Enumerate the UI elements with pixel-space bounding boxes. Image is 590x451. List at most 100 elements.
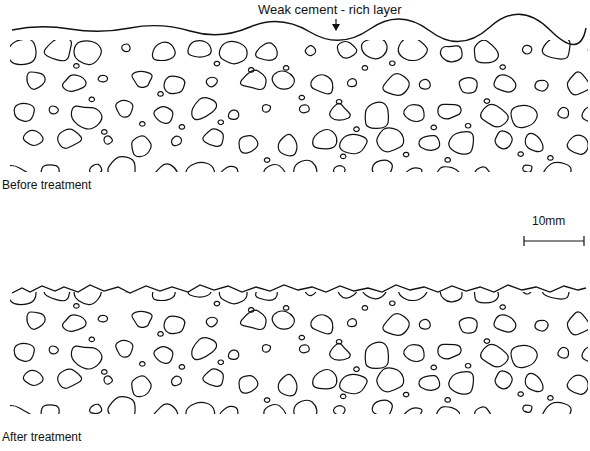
aggregate-particle xyxy=(377,128,404,152)
aggregate-particle xyxy=(542,162,571,172)
aggregate-particle xyxy=(542,402,571,414)
aggregate-particle xyxy=(558,107,569,118)
aggregate-particle xyxy=(542,40,570,59)
aggregate-particle xyxy=(372,400,392,414)
aggregate-particle xyxy=(449,132,474,155)
aggregate-particle xyxy=(264,158,270,163)
aggregate-particle xyxy=(262,105,270,113)
aggregate-particle xyxy=(10,406,31,415)
aggregate-particle xyxy=(372,160,392,172)
aggregate-particle xyxy=(206,317,217,327)
aggregate-particle xyxy=(153,164,178,172)
aggregate-particle xyxy=(390,301,396,306)
aggregate-particle xyxy=(365,102,388,128)
aggregate-particle xyxy=(419,136,440,151)
aggregate-particle xyxy=(398,40,427,61)
aggregate-particle xyxy=(567,312,588,335)
aggregate-particle xyxy=(239,136,258,154)
aggregate-particle xyxy=(171,136,181,146)
aggregate-particle xyxy=(431,125,437,130)
aggregate-particle xyxy=(567,135,588,154)
aggregate-particle xyxy=(548,156,554,161)
aggregate-particle xyxy=(10,40,36,65)
aggregate-particle xyxy=(334,406,345,414)
aggregate-particle xyxy=(362,306,368,311)
scale-tick xyxy=(583,236,584,246)
aggregate-particle xyxy=(299,95,305,100)
aggregate-particle xyxy=(192,98,217,120)
scale-bar xyxy=(524,240,584,241)
aggregate-particle xyxy=(10,166,31,173)
treated-surface xyxy=(12,285,586,293)
aggregate-particle xyxy=(188,41,211,57)
aggregate-particle xyxy=(582,346,588,363)
aggregate-particle xyxy=(500,305,506,310)
aggregate-particle xyxy=(354,127,360,131)
aggregate-particle xyxy=(518,392,524,397)
aggregate-particle xyxy=(90,164,102,172)
aggregate-particle xyxy=(305,46,315,56)
aggregate-particle xyxy=(104,136,113,144)
aggregate-particle xyxy=(102,370,108,375)
aggregate-particle xyxy=(474,40,498,63)
aggregate-particle xyxy=(511,105,537,127)
aggregate-particle xyxy=(132,311,152,327)
aggregate-particle xyxy=(132,71,152,87)
aggregate-particle xyxy=(334,166,345,172)
aggregate-particle xyxy=(419,319,430,329)
aggregate-particle xyxy=(419,79,430,89)
aggregate-particle xyxy=(340,154,346,159)
aggregate-particle xyxy=(354,367,360,372)
aggregate-particle xyxy=(23,370,43,385)
aggregate-particle xyxy=(89,337,95,342)
aggregate-particle xyxy=(361,292,387,299)
aggregate-particle xyxy=(71,346,102,369)
aggregate-particle xyxy=(272,71,294,89)
aggregate-particle xyxy=(330,103,351,120)
aggregate-particle xyxy=(214,301,220,306)
aggregate-particle xyxy=(132,376,151,397)
aggregate-particle xyxy=(340,134,368,153)
aggregate-particle xyxy=(523,165,532,172)
aggregate-particle xyxy=(438,344,461,359)
aggregate-particle xyxy=(220,166,238,172)
aggregate-particle xyxy=(154,347,173,364)
aggregate-particle xyxy=(89,97,95,102)
aggregate-particle xyxy=(228,110,239,119)
aggregate-particle xyxy=(383,74,409,96)
aggregate-particle xyxy=(278,374,297,396)
aggregate-particle xyxy=(218,360,224,365)
aggregate-particle xyxy=(239,376,258,394)
aggregate-particle xyxy=(347,79,356,87)
aggregate-particle xyxy=(438,104,461,119)
aggregate-particle xyxy=(104,376,113,384)
aggregate-particle xyxy=(522,45,531,54)
aggregate-particle xyxy=(475,167,492,172)
layer-callout: Weak cement - rich layer xyxy=(258,3,402,17)
aggregate-particle xyxy=(158,92,164,97)
aggregate-particle xyxy=(74,304,80,309)
aggregate-particle xyxy=(311,315,333,334)
aggregate-particle xyxy=(440,46,462,62)
aggregate-particle xyxy=(475,407,492,414)
aggregate-particle xyxy=(484,99,490,104)
aggregate-particle xyxy=(74,64,80,68)
aggregate-particle xyxy=(299,335,305,340)
aggregate-particle xyxy=(362,66,368,71)
aggregate-particle xyxy=(228,350,239,359)
aggregate-particle xyxy=(192,338,217,360)
aggregate-particle xyxy=(419,376,440,391)
aggregate-particle xyxy=(383,314,409,336)
aggregate-particle xyxy=(548,396,554,401)
section-caption: After treatment xyxy=(2,430,81,444)
aggregate-particle xyxy=(511,345,537,367)
aggregate-particle xyxy=(49,346,58,354)
aggregate-particle xyxy=(220,406,238,414)
aggregate-particle xyxy=(294,400,317,414)
leader-arrow xyxy=(335,19,336,30)
aggregate-particle xyxy=(535,320,548,331)
aggregate-particle xyxy=(582,106,588,123)
aggregate-particle xyxy=(71,106,102,129)
aggregate-particle xyxy=(264,405,286,414)
